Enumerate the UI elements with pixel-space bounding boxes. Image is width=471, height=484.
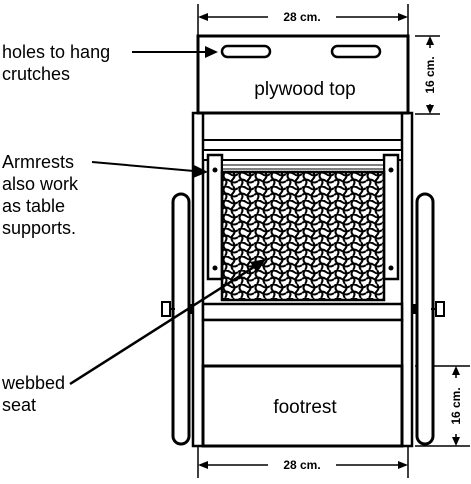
- bottom-height-label: 16 cm.: [449, 387, 463, 424]
- holes-callout-line-1: holes to hang: [2, 42, 110, 62]
- holes-callout: holes to hang crutches: [2, 42, 218, 84]
- top-height-label: 16 cm.: [423, 56, 437, 93]
- right-wheel: [415, 192, 445, 446]
- armrests-callout: Armrests also work as table supports.: [2, 152, 208, 238]
- top-height-dimension: 16 cm.: [423, 36, 437, 114]
- seat-callout-line-2: seat: [2, 395, 36, 415]
- footrest: footrest: [201, 318, 404, 448]
- seat-rails: [201, 302, 404, 322]
- seat-callout-line-1: webbed: [1, 373, 65, 393]
- crutch-hole-right: [330, 44, 382, 59]
- armrests: [206, 153, 400, 281]
- holes-callout-line-2: crutches: [2, 64, 70, 84]
- seat-callout: webbed seat: [1, 259, 266, 415]
- bottom-width-dimension: 28 cm.: [198, 458, 408, 472]
- armrests-callout-line-1: Armrests: [2, 152, 74, 172]
- bottom-height-dimension: 16 cm.: [449, 366, 463, 446]
- plywood-top-label: plywood top: [254, 79, 355, 100]
- top-width-dimension: 28 cm.: [198, 10, 408, 24]
- armrests-callout-line-4: supports.: [2, 218, 76, 238]
- webbed-seat: [220, 159, 386, 302]
- armrest-right: [382, 153, 400, 281]
- crutch-hole-left: [220, 44, 272, 59]
- armrests-callout-line-2: also work: [2, 174, 79, 194]
- bottom-width-label: 28 cm.: [283, 458, 320, 472]
- plywood-top: plywood top: [196, 34, 410, 115]
- left-wheel: [161, 192, 191, 446]
- back-frame: [202, 139, 403, 161]
- top-width-label: 28 cm.: [283, 10, 320, 24]
- armrests-callout-line-3: as table: [2, 196, 65, 216]
- footrest-label: footrest: [273, 397, 337, 418]
- armrest-left: [206, 153, 224, 281]
